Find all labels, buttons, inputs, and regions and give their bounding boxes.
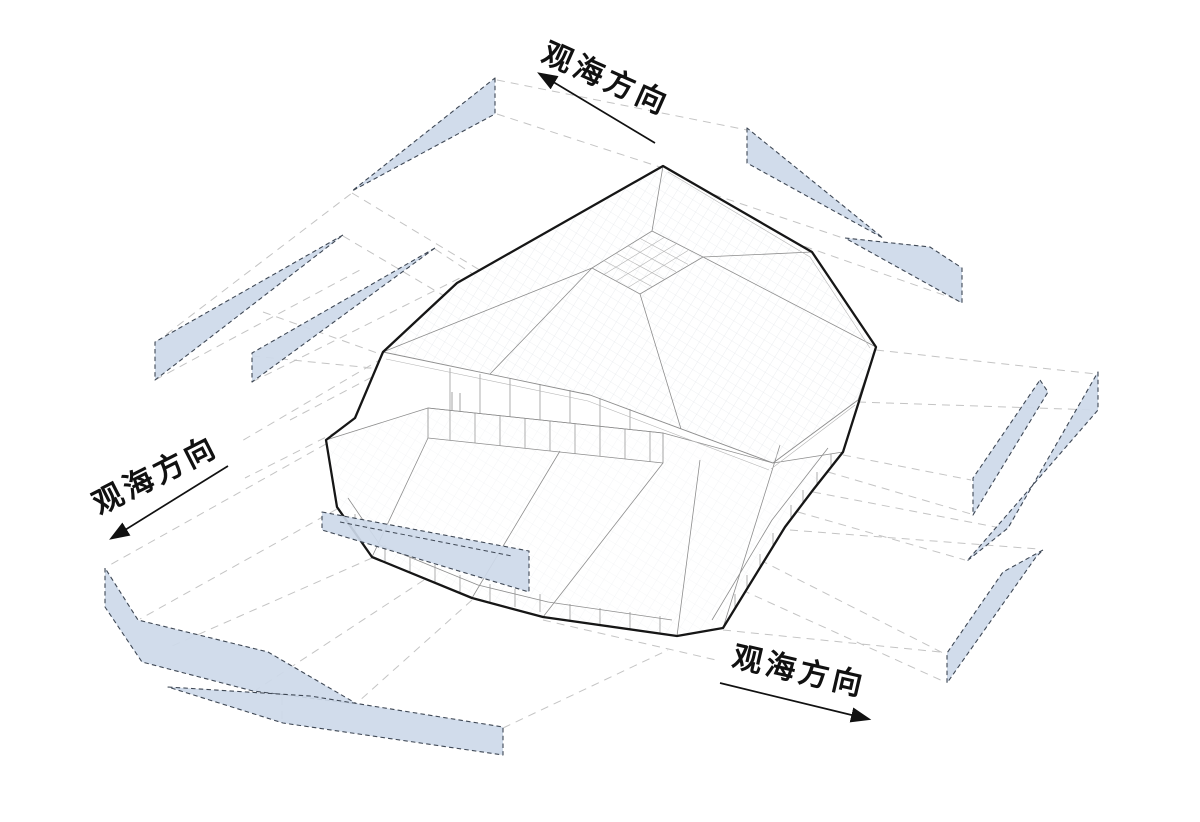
arrow-up-left-icon: [537, 72, 656, 144]
building-outline: [324, 164, 878, 638]
building-axonometric: [324, 164, 878, 638]
label-view-direction-top: 观海方向: [537, 36, 675, 144]
view-corridor-planes: [104, 77, 1099, 756]
canopy-fold-lines: [382, 165, 877, 430]
arrow-down-left-icon: [109, 465, 229, 540]
label-view-direction-left: 观海方向: [87, 429, 229, 540]
glazing-mullions-right: [734, 454, 832, 608]
sight-line-guides: [107, 79, 1097, 729]
skylight: [591, 230, 704, 295]
parapet-mullions: [449, 410, 651, 462]
clerestory-mullions: [449, 368, 631, 429]
arrow-down-right-icon: [719, 682, 872, 723]
view-direction-top-text: 观海方向: [537, 36, 675, 122]
view-plane-right-f: [972, 379, 1049, 516]
label-view-direction-bottom-right: 观海方向: [719, 639, 872, 723]
view-plane-top-left-a: [351, 77, 496, 192]
view-plane-right-g: [966, 371, 1099, 562]
view-direction-left-text: 观海方向: [87, 429, 224, 521]
view-plane-top-right-d: [746, 127, 884, 239]
roof-apron-folds: [371, 437, 781, 637]
view-plane-bottom-ribbon: [167, 686, 504, 756]
view-plane-left-c: [251, 247, 436, 383]
view-plane-right-h: [946, 549, 1044, 684]
glazing-top-edge-right: [711, 447, 829, 621]
view-plane-through-building: [321, 511, 530, 593]
view-plane-top-right-e: [844, 237, 963, 304]
view-direction-bottom-right-text: 观海方向: [729, 639, 869, 703]
view-plane-left-b: [154, 234, 344, 381]
view-plane-bottom-left-ribbon: [104, 567, 358, 705]
canopy-eave-double-line: [385, 171, 871, 471]
parapet-band: [427, 392, 664, 464]
